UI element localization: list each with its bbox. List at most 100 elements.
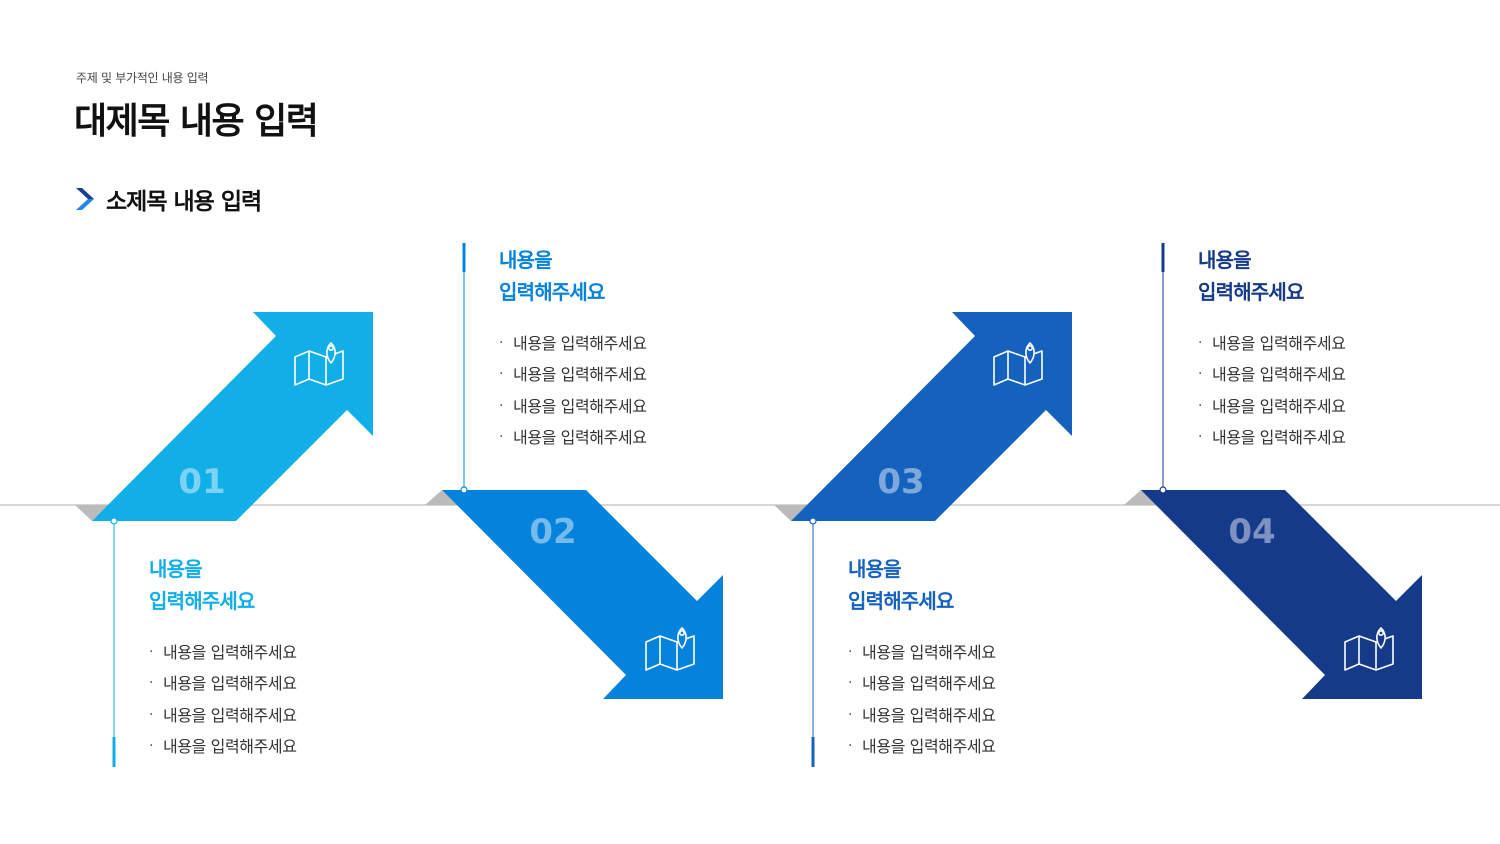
chevron-right-icon: [76, 188, 94, 210]
list-item: · 내용을 입력해주세요: [149, 668, 389, 699]
map-pin-icon: [993, 342, 1043, 386]
map-pin-icon: [645, 627, 695, 671]
connector-dot: [1159, 486, 1167, 494]
bullet-text: 내용을 입력해주세요: [513, 365, 647, 385]
bullet-text: 내용을 입력해주세요: [1212, 427, 1346, 447]
bullet-text: 내용을 입력해주세요: [513, 427, 647, 447]
connector-accent: [112, 737, 116, 767]
step-number: 04: [1228, 512, 1275, 552]
subtitle-row: 소제목 내용 입력: [76, 184, 262, 215]
connector-dot: [809, 517, 817, 525]
list-item: · 내용을 입력해주세요: [1198, 391, 1438, 422]
list-item: · 내용을 입력해주세요: [499, 328, 739, 359]
bullet-dot: ·: [499, 366, 504, 383]
list-item: · 내용을 입력해주세요: [1198, 359, 1438, 390]
bullet-list: · 내용을 입력해주세요 · 내용을 입력해주세요 · 내용을 입력해주세요 · 내용을 입력…: [848, 637, 1088, 762]
bullet-text: 내용을 입력해주세요: [862, 674, 996, 694]
bullet-text: 내용을 입력해주세요: [513, 334, 647, 353]
map-pin-icon: [294, 342, 344, 386]
list-item: · 내용을 입력해주세요: [848, 637, 1088, 668]
step-01: 01: [75, 312, 373, 767]
step-04: 04: [1124, 243, 1422, 699]
map-pin-icon: [1344, 627, 1394, 671]
page-title: 대제목 내용 입력: [74, 101, 319, 142]
card-title-line1: 내용을: [1198, 248, 1252, 272]
fold-shadow: [425, 490, 458, 505]
bullet-text: 내용을 입력해주세요: [1212, 396, 1346, 416]
list-item: · 내용을 입력해주세요: [499, 422, 739, 453]
arrow-up: [791, 312, 1072, 521]
fold-shadow: [1124, 490, 1157, 505]
bullet-text: 내용을 입력해주세요: [163, 736, 297, 756]
bullet-list: · 내용을 입력해주세요 · 내용을 입력해주세요 · 내용을 입력해주세요 · 내용을 입력…: [499, 328, 739, 453]
bullet-dot: ·: [1198, 335, 1203, 351]
connector-accent: [462, 243, 466, 272]
card-title-line2: 입력해주세요: [499, 280, 605, 304]
connector-dot: [460, 486, 468, 494]
bullet-dot: ·: [499, 428, 504, 445]
step-number: 02: [529, 512, 576, 552]
bullet-dot: ·: [848, 737, 853, 754]
connector-accent: [811, 737, 815, 767]
step-number: 03: [877, 462, 924, 502]
list-item: · 내용을 입력해주세요: [149, 731, 389, 762]
bullet-dot: ·: [149, 675, 154, 692]
bullet-dot: ·: [149, 737, 154, 754]
bullet-dot: ·: [1198, 428, 1203, 445]
bullet-text: 내용을 입력해주세요: [513, 396, 647, 416]
connector-dot: [110, 517, 118, 525]
arrows-group: 01 02 03 04: [75, 243, 1422, 767]
bullet-dot: ·: [1198, 397, 1203, 414]
bullet-text: 내용을 입력해주세요: [862, 643, 996, 662]
bullet-text: 내용을 입력해주세요: [163, 643, 297, 662]
list-item: ·내용을 입력해주세요: [149, 700, 389, 731]
bullet-list: · 내용을 입력해주세요 · 내용을 입력해주세요 · 내용을 입력해주세요 · 내용을 입력…: [1198, 328, 1438, 453]
list-item: · 내용을 입력해주세요: [848, 700, 1088, 731]
card-title-line1: 내용을: [499, 248, 553, 272]
list-item: · 내용을 입력해주세요: [149, 637, 389, 668]
bullet-text: 내용을 입력해주세요: [163, 674, 297, 694]
bullet-dot: ·: [1198, 366, 1203, 383]
arrow-down: [1141, 490, 1422, 699]
list-item: · 내용을 입력해주세요: [848, 731, 1088, 762]
fold-shadow: [774, 505, 807, 521]
bullet-dot: ·: [149, 644, 154, 660]
bullet-text: 내용을 입력해주세요: [1212, 334, 1346, 353]
list-item: · 내용을 입력해주세요: [499, 391, 739, 422]
bullet-dot: ·: [848, 644, 853, 660]
bullet-list: ·내용을 입력해주세요·내용을 입력해주세요·내용을 입력해주세요·내용을 입력…: [149, 637, 389, 762]
subtitle: 소제목 내용 입력: [106, 189, 262, 215]
bullet-dot: ·: [848, 675, 853, 692]
bullet-text: 내용을 입력해주세요: [1212, 365, 1346, 385]
supertitle: 주제 및 부가적인 내용 입력: [76, 71, 209, 85]
list-item: · 내용을 입력해주세요: [1198, 328, 1438, 359]
bullet-text: 내용을 입력해주세요: [862, 736, 996, 756]
card-title-line2: 입력해주세요: [149, 589, 255, 613]
bullet-dot: ·: [149, 706, 154, 723]
card-title-line2: 입력해주세요: [1198, 280, 1304, 304]
list-item: · 내용을 입력해주세요: [848, 668, 1088, 699]
bullet-dot: ·: [848, 706, 853, 723]
card-title-line1: 내용을: [848, 557, 902, 581]
arrow-up: [92, 312, 373, 521]
bullet-dot: ·: [499, 335, 504, 351]
card-title-line1: 내용을: [149, 557, 203, 581]
card-title-line2: 입력해주세요: [848, 589, 954, 613]
list-item: · 내용을 입력해주세요: [1198, 422, 1438, 453]
fold-shadow: [75, 505, 108, 521]
step-03: 03: [774, 312, 1072, 767]
list-item: · 내용을 입력해주세요: [499, 359, 739, 390]
step-02: 02: [425, 243, 723, 699]
bullet-dot: ·: [499, 397, 504, 414]
bullet-text: 내용을 입력해주세요: [862, 705, 996, 725]
step-number: 01: [178, 462, 225, 502]
